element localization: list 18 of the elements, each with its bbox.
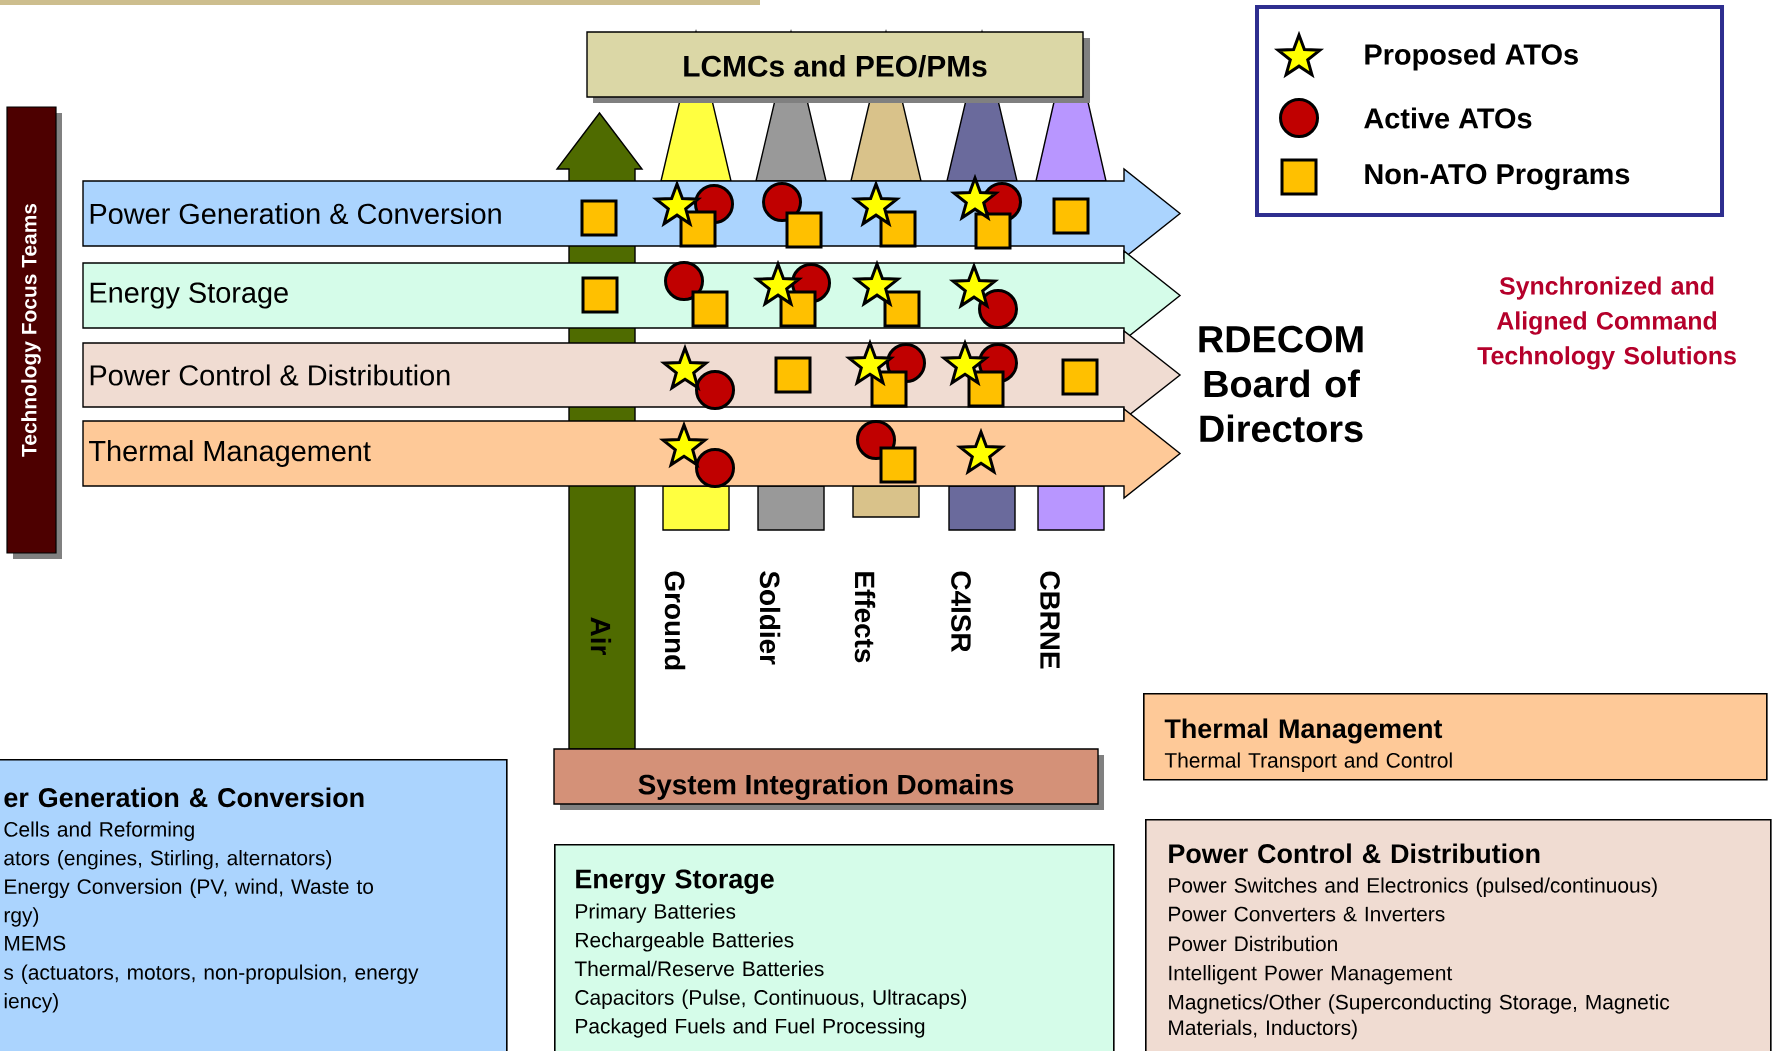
node-label: CBRNE [1040, 571, 1060, 669]
vertical-bar: Technology Focus Teams [6, 106, 62, 559]
info-box: Thermal Management Thermal Transport and Control [1143, 693, 1768, 781]
legend-text: Proposed ATOs [1365, 43, 1578, 71]
node-label: Effects [854, 572, 876, 663]
legend-text: Active ATOs [1364, 107, 1532, 129]
legend-text: Non-ATO Programs [1365, 163, 1630, 191]
team-band: Thermal Management [82, 407, 1182, 500]
banner-box: LCMCs and PEO/PMs [586, 31, 1090, 103]
node-label: Soldier [759, 571, 781, 665]
node-label: C4ISR [951, 571, 971, 653]
info-box: er Generation & Conversion Cells and Reforming ators (engines, Stirling, alternators) Energy Conversion (PV, wind, Waste to rgy) MEMS s (actuators, motors, non-propulsion, energy iency) [0, 759, 508, 1051]
node-label: Ground [664, 571, 686, 670]
domain-box: System Integration Domains [553, 748, 1104, 810]
board-label: RDECOM Board of Directors [1199, 325, 1363, 443]
info-box: Energy Storage Primary Batteries Rechargeable Batteries Thermal/Reserve Batteries Capacitors (Pulse, Continuous, Ultracaps) Packaged Fuels and Fuel Processing [554, 844, 1115, 1051]
note-text: Synchronized and Aligned Command Technology Solutions [1477, 276, 1736, 370]
info-box: Power Control & Distribution Power Switches and Electronics (pulsed/continuous) Power Converters & Inverters Power Distribution Intelligent Power Management Magnetics/Other (Superconducting Storage, Magnetic Materials, Inductors) [1145, 819, 1772, 1051]
